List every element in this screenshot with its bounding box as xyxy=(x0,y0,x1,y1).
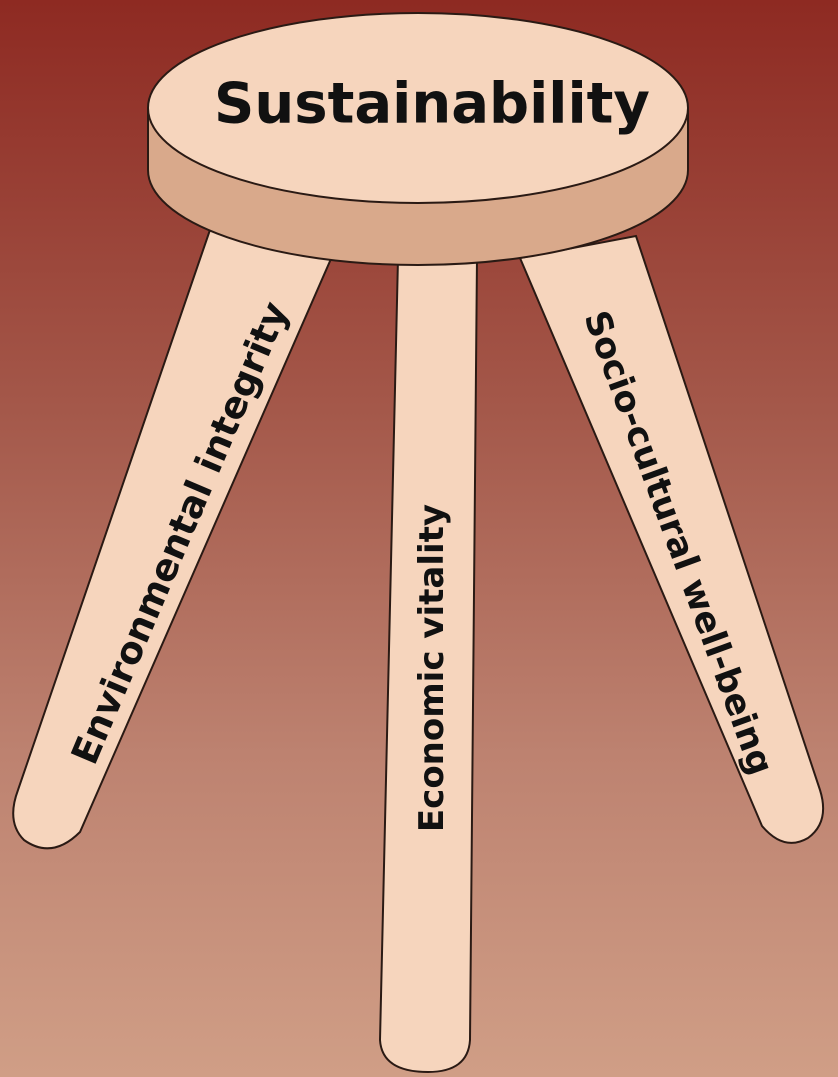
stool-seat: Sustainability xyxy=(148,13,688,265)
leg-environmental: Environmental integrity xyxy=(13,224,334,848)
leg-economic-label: Economic vitality xyxy=(412,504,452,832)
seat-label: Sustainability xyxy=(214,72,650,137)
leg-economic: Economic vitality xyxy=(380,258,477,1072)
leg-sociocultural: Socio-cultural well-being xyxy=(520,236,823,843)
